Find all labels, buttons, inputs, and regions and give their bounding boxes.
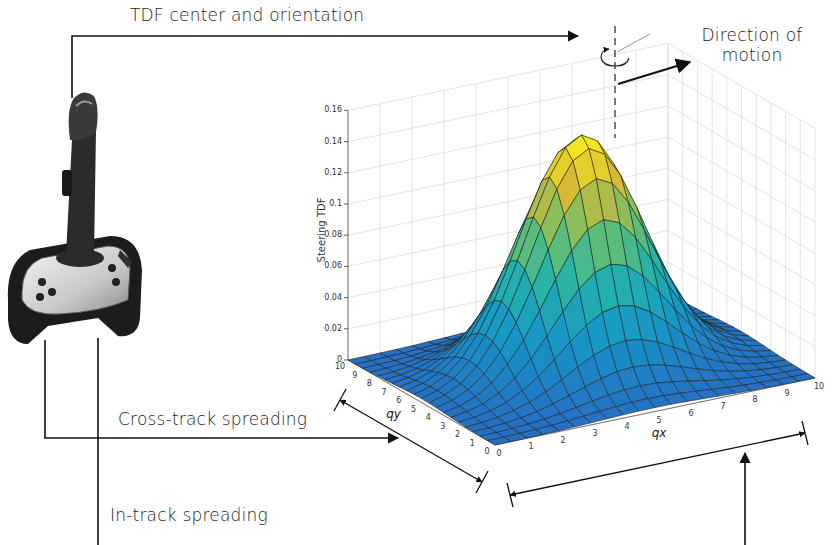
grid-line: [668, 75, 815, 160]
dimension-end: [476, 471, 488, 493]
tick-label: 0.06: [324, 262, 342, 271]
motion-arrow: [618, 62, 690, 84]
axis-title: Steering TDF: [316, 198, 328, 263]
grid-line: [668, 293, 815, 378]
tick-label: 10: [335, 362, 345, 371]
tick-label: 1: [528, 443, 533, 452]
axis-tick: [344, 141, 348, 142]
tick-label: 4: [426, 413, 431, 422]
axis-tick: [344, 110, 348, 111]
annotation-label: TDF center and orientation: [130, 6, 364, 26]
dimension-end: [334, 389, 346, 411]
rotation-symbol: [601, 58, 629, 66]
tick-label: 0.08: [324, 231, 342, 240]
tick-label: 1: [470, 439, 475, 448]
grid-line: [668, 106, 815, 191]
surface-patch: [488, 437, 511, 445]
dimension-arrow: [340, 400, 482, 482]
tick-label: 10: [814, 382, 824, 391]
axis-tick: [344, 297, 348, 298]
tick-label: 5: [411, 405, 416, 414]
annotation-label: In-track spreading: [110, 506, 268, 526]
axis-tick: [344, 328, 348, 329]
tick-label: 0: [496, 449, 501, 458]
tick-label: 9: [784, 389, 789, 398]
tick-label: 2: [455, 430, 460, 439]
grid-line: [668, 231, 815, 316]
axis-tick: [344, 235, 348, 236]
grid-line: [668, 137, 815, 222]
orientation-tick: [617, 34, 650, 52]
tick-label: 7: [382, 388, 387, 397]
grid-line: [348, 75, 668, 142]
tick-label: 8: [367, 379, 372, 388]
joystick-illustration: [8, 92, 142, 344]
grid-line: [668, 168, 815, 253]
dimension-arrow: [510, 433, 805, 495]
dimension-end: [802, 421, 808, 445]
z-axis: [348, 110, 349, 360]
axis-tick: [344, 360, 348, 361]
leader-line: [72, 36, 578, 98]
tick-label: 0.02: [324, 324, 342, 333]
tick-label: 7: [720, 403, 725, 412]
axis-name: qx: [652, 427, 667, 441]
axis-tick: [344, 172, 348, 173]
tick-label: 4: [624, 423, 629, 432]
tick-label: 3: [440, 422, 445, 431]
rotation-symbol: [601, 49, 609, 58]
axis-tick: [344, 204, 348, 205]
tick-label: 6: [688, 409, 693, 418]
axis-name: qy: [386, 408, 401, 422]
grid-line: [668, 293, 815, 378]
grid-line: [348, 43, 668, 110]
tick-label: 0.1: [329, 199, 342, 208]
qy-axis: [348, 360, 495, 445]
dashed-axis: [614, 26, 615, 138]
tick-label: 2: [560, 436, 565, 445]
grid-line: [348, 110, 349, 360]
leader-line: [97, 338, 99, 545]
tick-label: 5: [656, 416, 661, 425]
annotation-label: Direction of motion: [692, 26, 812, 65]
tick-label: 0.12: [324, 168, 342, 177]
grid-line: [348, 360, 495, 445]
tick-label: 0.14: [324, 137, 342, 146]
grid-line: [668, 199, 815, 284]
grid-line: [348, 106, 668, 173]
tick-label: 0.04: [324, 293, 342, 302]
back-wall: [348, 43, 668, 360]
tick-label: 0: [484, 447, 489, 456]
tick-label: 0.16: [324, 106, 342, 115]
tick-label: 6: [396, 396, 401, 405]
grid-line: [668, 262, 815, 347]
tick-label: 9: [352, 371, 357, 380]
dimension-end: [507, 483, 513, 507]
tick-label: 8: [752, 396, 757, 405]
tick-label: 3: [592, 429, 597, 438]
annotation-label: Cross-track spreading: [118, 410, 307, 430]
axis-tick: [344, 266, 348, 267]
leader-line: [744, 453, 746, 545]
